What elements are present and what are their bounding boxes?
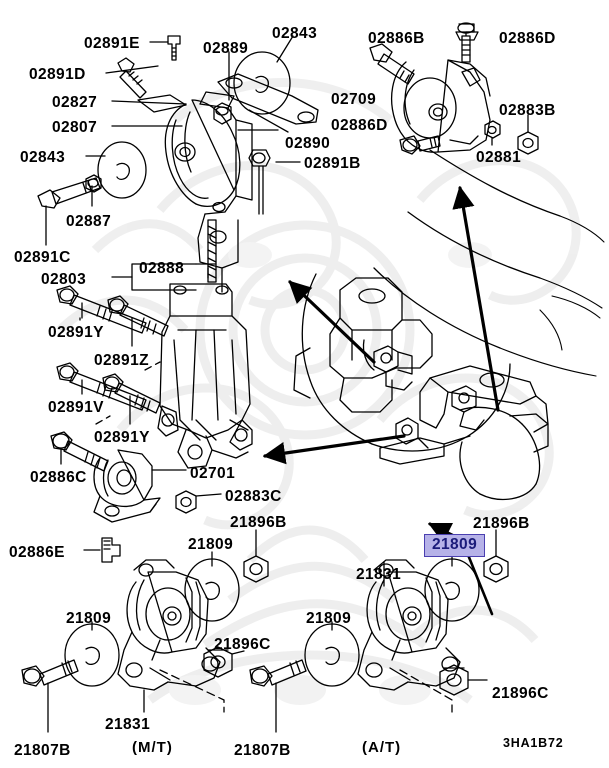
part-label-02891Y-upper: 02891Y (48, 324, 104, 341)
highlighted-part-label-21809[interactable]: 21809 (424, 534, 486, 557)
part-label-21809-mt-upper: 21809 (188, 536, 234, 553)
callout-arrow-left (262, 434, 406, 465)
part-label-02886D-top: 02886D (499, 30, 556, 47)
variant-label-manual-transmission: (M/T) (132, 739, 173, 756)
part-label-02883B: 02883B (499, 102, 556, 119)
part-label-02891Y-lower: 02891Y (94, 429, 150, 446)
part-label-02807: 02807 (52, 119, 98, 136)
part-label-02890: 02890 (285, 135, 331, 152)
part-label-02881: 02881 (476, 149, 522, 166)
part-label-02891D: 02891D (29, 66, 86, 83)
part-label-02843-left: 02843 (20, 149, 66, 166)
part-label-02709: 02709 (331, 91, 377, 108)
part-label-21807B-mid: 21807B (234, 742, 291, 759)
part-label-02701: 02701 (190, 465, 236, 482)
part-label-21809-at-left: 21809 (306, 610, 352, 627)
part-label-02803: 02803 (41, 271, 87, 288)
part-label-02886B: 02886B (368, 30, 425, 47)
part-label-21831-at: 21831 (356, 566, 402, 583)
part-label-21809-mt-left: 21809 (66, 610, 112, 627)
part-label-21807B-left: 21807B (14, 742, 71, 759)
part-label-02891C: 02891C (14, 249, 71, 266)
callout-arrow-upper-right (452, 185, 500, 412)
part-label-02889: 02889 (203, 40, 249, 57)
part-label-02888: 02888 (139, 260, 185, 277)
part-label-21896B-left: 21896B (230, 514, 287, 531)
part-label-02886D-lower: 02886D (331, 117, 388, 134)
diagram-reference-code: 3HA1B72 (503, 736, 564, 750)
part-label-02891Z: 02891Z (94, 352, 149, 369)
part-label-02891V: 02891V (48, 399, 104, 416)
part-label-02843-top: 02843 (272, 25, 318, 42)
part-label-21896C-mt: 21896C (214, 636, 271, 653)
part-label-21896B-right: 21896B (473, 515, 530, 532)
part-label-02891B: 02891B (304, 155, 361, 172)
part-label-21896C-at: 21896C (492, 685, 549, 702)
part-label-02883C: 02883C (225, 488, 282, 505)
part-label-21831-mt: 21831 (105, 716, 151, 733)
part-label-02887: 02887 (66, 213, 112, 230)
part-label-02827: 02827 (52, 94, 98, 111)
part-label-02886E: 02886E (9, 544, 65, 561)
part-label-02886C: 02886C (30, 469, 87, 486)
variant-label-automatic-transmission: (A/T) (362, 739, 402, 756)
part-label-02891E: 02891E (84, 35, 140, 52)
